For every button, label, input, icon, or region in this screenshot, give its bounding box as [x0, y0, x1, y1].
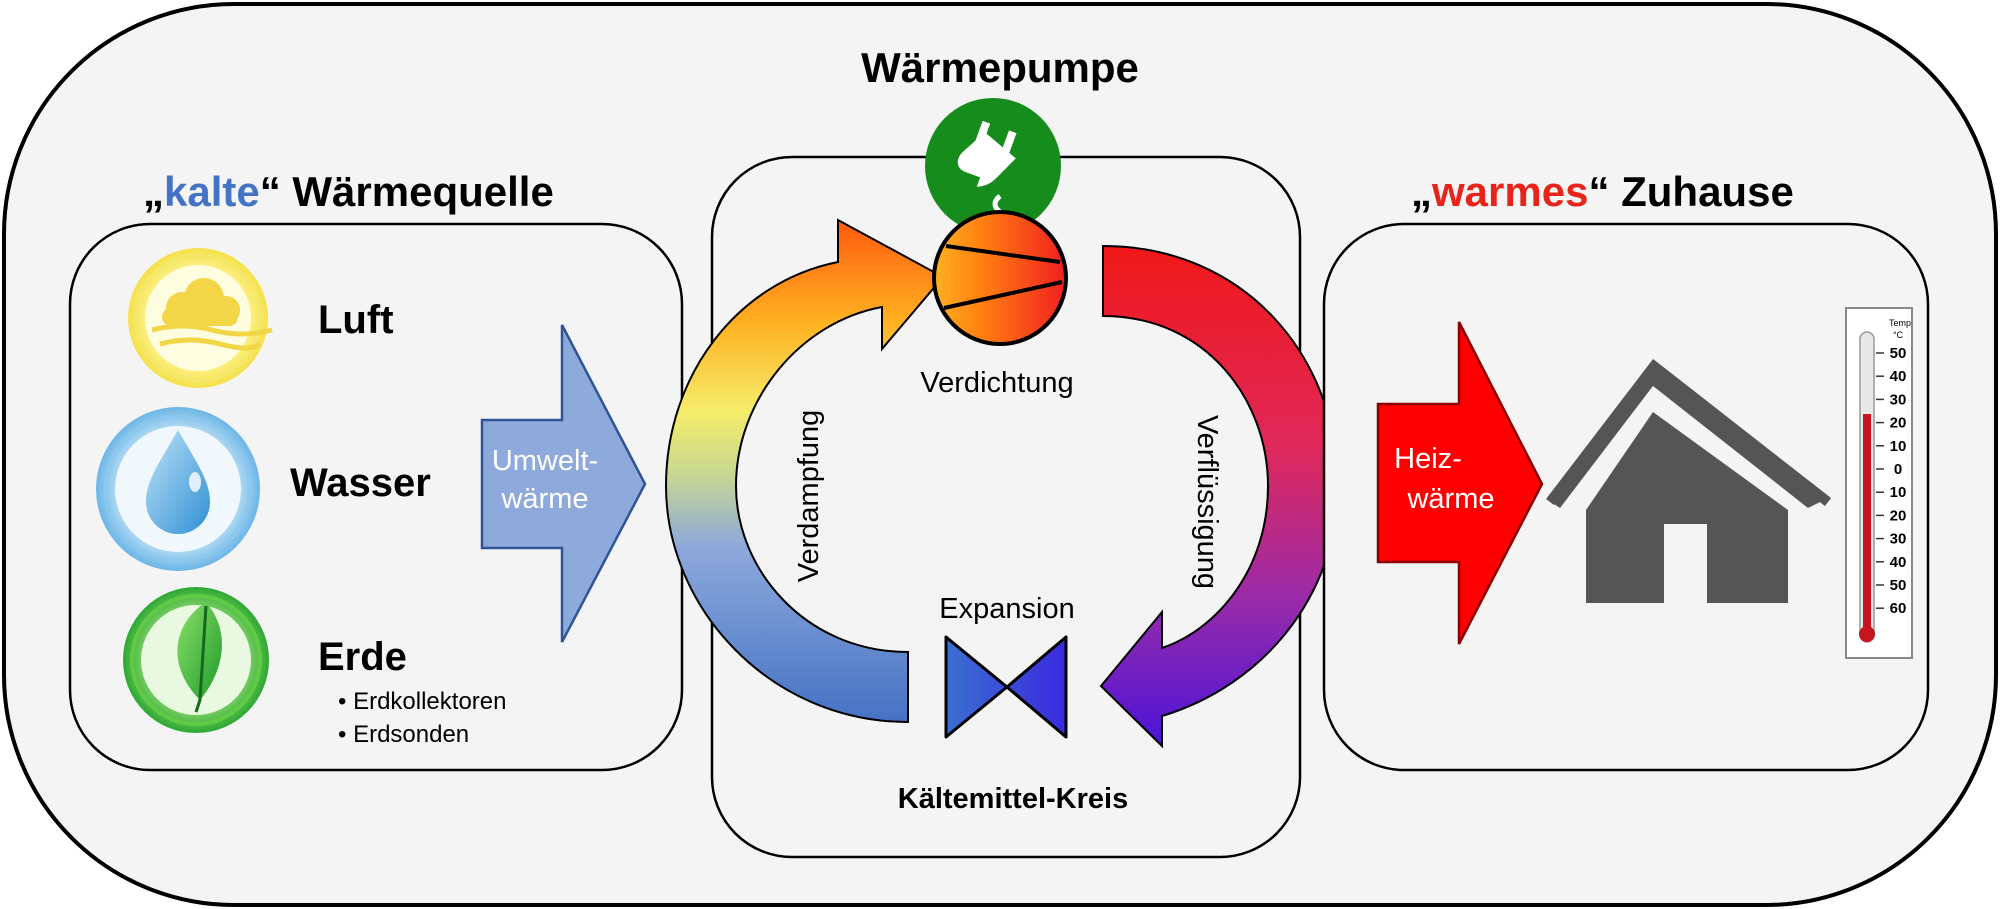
source-heading: „kalte“ Wärmequelle	[143, 168, 554, 215]
cloud-wind-icon	[128, 248, 273, 388]
source-item-luft: Luft	[318, 298, 394, 342]
thermometer-scale-label: 30	[1890, 391, 1907, 408]
source-sub-item-1: • Erdkollektoren	[338, 688, 506, 715]
thermometer-icon	[1845, 307, 1913, 659]
thermometer-scale-label: 50	[1890, 345, 1907, 362]
expansion-label: Expansion	[939, 593, 1074, 625]
heating-heat-arrow	[1376, 321, 1544, 645]
heating-heat-label-2: wärme	[1406, 483, 1494, 515]
thermometer-scale-label: 10	[1890, 484, 1907, 501]
page-title: Wärmepumpe	[861, 44, 1139, 91]
thermometer-scale-label: 40	[1890, 368, 1907, 385]
evaporation-arc	[664, 218, 945, 724]
expansion-valve-icon	[944, 635, 1068, 739]
compression-label: Verdichtung	[920, 367, 1073, 399]
compressor-icon	[932, 210, 1068, 346]
source-item-erde: Erde	[318, 635, 407, 679]
source-heading-highlight: kalte	[164, 168, 260, 215]
thermometer-header-2: °C	[1893, 330, 1904, 340]
thermometer-scale: 50 40 30 20 10 0 10 20 30 40 50 60	[1876, 345, 1906, 617]
condensation-arc	[1099, 244, 1340, 749]
water-drop-icon	[96, 407, 260, 571]
refrigerant-circuit-label: Kältemittel-Kreis	[898, 783, 1128, 815]
thermometer-scale-label: 50	[1890, 577, 1907, 594]
thermometer-header-1: Temp	[1889, 318, 1911, 328]
thermometer-scale-label: 20	[1890, 507, 1907, 524]
thermometer-scale-label: 0	[1894, 461, 1902, 478]
home-heading: „warmes“ Zuhause	[1411, 168, 1794, 215]
source-sub-item-2: • Erdsonden	[338, 721, 469, 748]
house-icon	[1546, 358, 1832, 603]
source-item-wasser: Wasser	[290, 461, 431, 505]
thermometer-scale-label: 10	[1890, 438, 1907, 455]
thermometer-scale-label: 30	[1890, 531, 1907, 548]
ambient-heat-arrow	[480, 324, 647, 643]
home-heading-highlight: warmes	[1431, 168, 1588, 215]
ambient-heat-label-2: wärme	[500, 483, 588, 515]
heating-heat-label-1: Heiz-	[1394, 443, 1462, 475]
condensation-label: Verflüssigung	[1191, 415, 1223, 589]
thermometer-scale-label: 20	[1890, 415, 1907, 432]
leaf-icon	[123, 587, 269, 733]
plug-icon	[925, 98, 1061, 234]
thermometer-scale-label: 60	[1890, 600, 1907, 617]
thermometer-scale-label: 40	[1890, 554, 1907, 571]
evaporation-label: Verdampfung	[793, 410, 825, 583]
ambient-heat-label-1: Umwelt-	[492, 445, 598, 477]
